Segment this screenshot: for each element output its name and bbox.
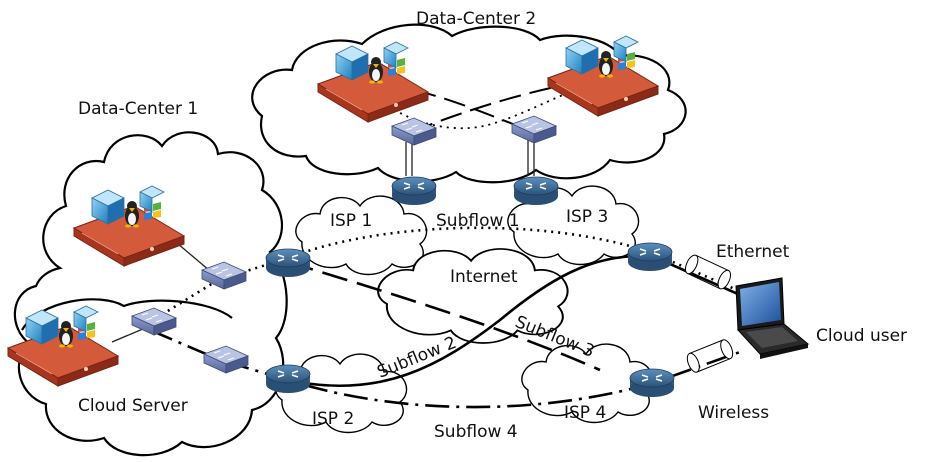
- isp-2-label: ISP 2: [312, 409, 354, 429]
- subflow-3-path: [287, 260, 601, 372]
- cloud-server-label: Cloud Server: [78, 396, 188, 416]
- laptop-icon: [735, 277, 810, 359]
- data-center-2-label: Data-Center 2: [416, 9, 536, 29]
- wireless-label: Wireless: [698, 403, 769, 423]
- dc1-edge-router-top-icon: [265, 248, 311, 278]
- subflow-2-label: Subflow 2: [374, 333, 459, 383]
- isp-1-label: ISP 1: [330, 211, 372, 231]
- dc1-edge-router-bottom-icon: [265, 364, 311, 394]
- isp-3-label: ISP 3: [566, 207, 608, 227]
- user-router-wireless-icon: [629, 368, 675, 398]
- isp-1-cloud: [295, 195, 428, 276]
- cloud-server-cloud-boundary: [21, 298, 233, 331]
- isp1-router-left-icon: [391, 176, 437, 206]
- user-router-ethernet-icon: [627, 242, 673, 272]
- cloud-user-label: Cloud user: [816, 326, 907, 346]
- subflow-1-label: Subflow 1: [436, 211, 520, 231]
- ethernet-cable-icon: [684, 254, 732, 290]
- wireless-cable-icon: [686, 339, 734, 373]
- subflow-2-path: [287, 254, 757, 388]
- ethernet-label: Ethernet: [716, 242, 790, 262]
- isp-4-label: ISP 4: [564, 403, 606, 423]
- internet-label: Internet: [450, 267, 518, 287]
- data-center-1-label: Data-Center 1: [78, 99, 198, 119]
- isp3-router-icon: [513, 176, 559, 206]
- subflow-4-label: Subflow 4: [434, 422, 518, 442]
